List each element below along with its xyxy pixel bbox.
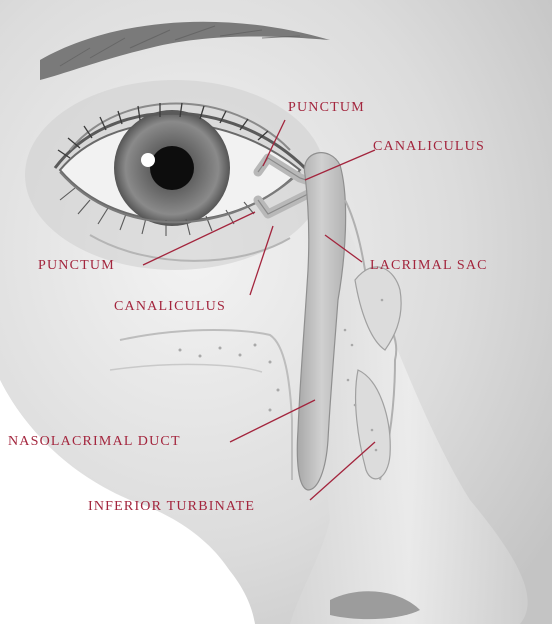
label-inferior-turbinate: INFERIOR TURBINATE [88,499,255,515]
eye-highlight [141,153,155,167]
label-canaliculus-upper: CANALICULUS [373,139,485,155]
label-canaliculus-lower: CANALICULUS [114,299,226,315]
label-punctum-lower: PUNCTUM [38,258,115,274]
pupil [150,146,194,190]
label-nasolacrimal-duct: NASOLACRIMAL DUCT [8,434,181,450]
label-lacrimal-sac: LACRIMAL SAC [370,258,488,274]
label-punctum-upper: PUNCTUM [288,100,365,116]
